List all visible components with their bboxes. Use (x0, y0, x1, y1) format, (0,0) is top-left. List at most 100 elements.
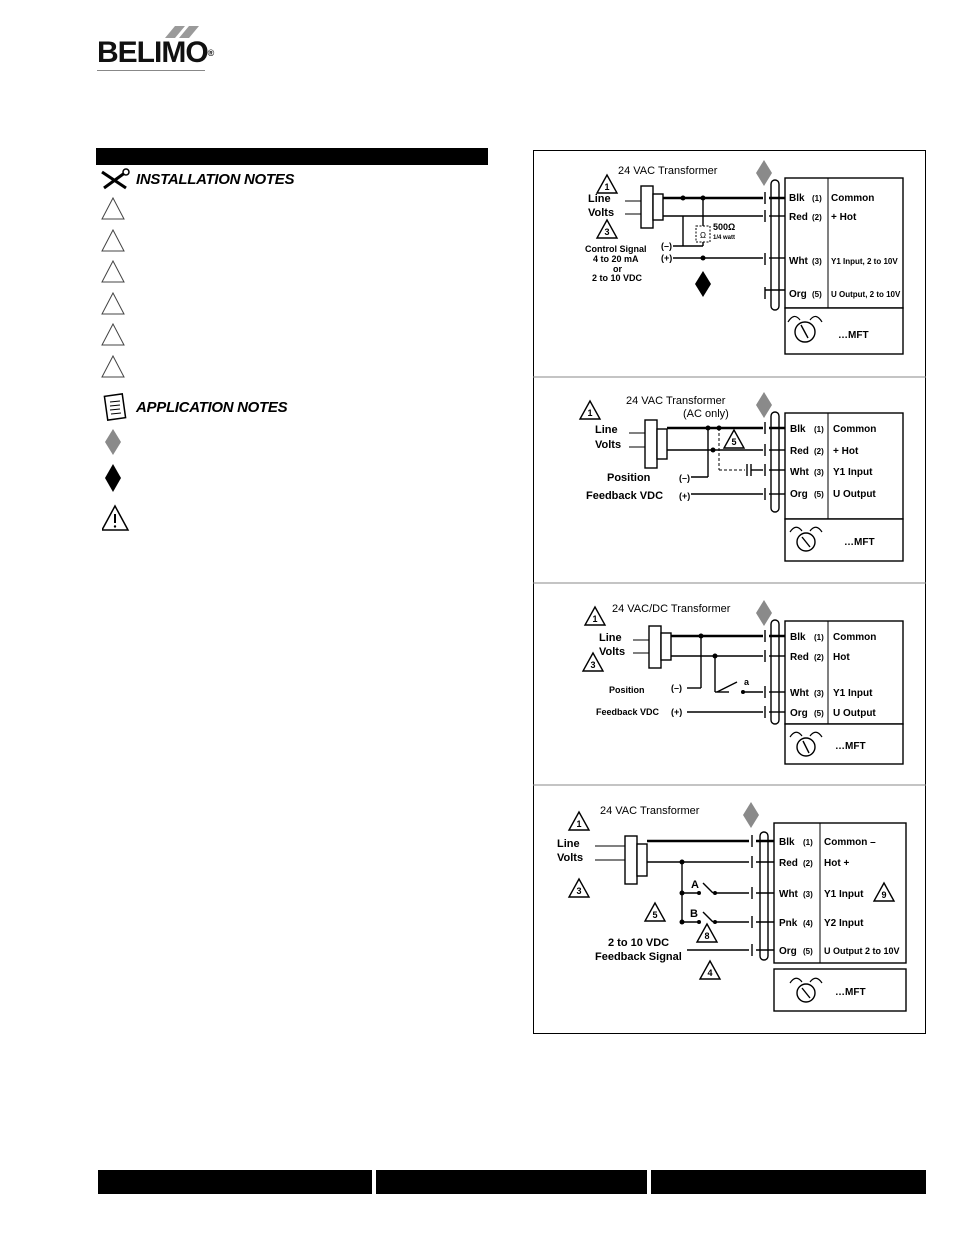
transformer-secondary (660, 632, 672, 661)
svg-text:Blk: Blk (790, 632, 806, 643)
svg-text:U Output: U Output (833, 489, 876, 500)
tools-icon (100, 168, 130, 192)
svg-text:3: 3 (576, 886, 581, 896)
svg-text:(1): (1) (814, 633, 824, 642)
svg-text:(2): (2) (814, 653, 824, 662)
warning-triangle-icon (101, 291, 125, 315)
transformer-label: 24 VAC/DC Transformer (612, 603, 731, 615)
svg-text:2 to 10 VDC: 2 to 10 VDC (592, 273, 643, 283)
svg-text:Org: Org (790, 489, 808, 500)
svg-text:(–): (–) (679, 473, 690, 483)
svg-text:Red: Red (789, 212, 808, 223)
switch-b (702, 911, 714, 923)
svg-text:5: 5 (652, 910, 657, 920)
line-label: Line (588, 193, 611, 205)
svg-text:(3): (3) (803, 890, 813, 899)
svg-text:1: 1 (604, 182, 609, 192)
svg-text:Position: Position (609, 685, 645, 695)
svg-text:Y1 Input: Y1 Input (833, 467, 873, 478)
svg-text:(3): (3) (814, 468, 824, 477)
svg-text:Wht: Wht (789, 256, 809, 267)
section-header-bar (96, 148, 488, 165)
wiring-diagram-4: 24 VAC Transformer 1 Line Volts 3 A B 5 … (557, 802, 907, 1012)
svg-text:Y1 Input: Y1 Input (833, 688, 873, 699)
svg-text:Feedback VDC: Feedback VDC (586, 490, 663, 502)
warning-triangle-icon (101, 259, 125, 283)
svg-text:Red: Red (790, 652, 809, 663)
svg-text:Position: Position (607, 472, 651, 484)
warning-triangle-icon (101, 322, 125, 346)
svg-text:Org: Org (789, 289, 807, 300)
svg-text:5: 5 (731, 437, 736, 447)
svg-text:(2): (2) (812, 213, 822, 222)
svg-text:…MFT: …MFT (835, 741, 866, 752)
svg-text:(2): (2) (803, 859, 813, 868)
transformer-label: 24 VAC Transformer (626, 395, 726, 407)
svg-text:(+): (+) (661, 253, 672, 263)
resistor (695, 225, 711, 243)
svg-text:Ω: Ω (700, 231, 706, 240)
svg-text:Line: Line (557, 838, 580, 850)
black-diamond-icon (695, 271, 711, 297)
svg-text:1: 1 (587, 408, 592, 418)
transformer-label: 24 VAC Transformer (618, 165, 718, 177)
svg-text:U Output 2 to 10V: U Output 2 to 10V (824, 946, 900, 956)
svg-text:or: or (613, 264, 622, 274)
svg-text:Y1 Input, 2 to 10V: Y1 Input, 2 to 10V (831, 257, 898, 266)
gray-diamond-icon (756, 392, 772, 418)
svg-text:U Output: U Output (833, 708, 876, 719)
application-notes-heading: APPLICATION NOTES (136, 399, 288, 416)
svg-text:Volts: Volts (557, 852, 583, 864)
clipboard-icon (102, 392, 130, 422)
svg-text:+ Hot: + Hot (833, 446, 859, 457)
wiring-diagrams-panel (533, 150, 926, 1034)
actuator-gauge-icon (789, 731, 823, 757)
cable-sheath (770, 179, 780, 311)
svg-text:Red: Red (779, 858, 798, 869)
transformer-secondary (656, 428, 668, 460)
svg-text:9: 9 (881, 890, 886, 900)
svg-text:Org: Org (790, 708, 808, 719)
svg-text:(4): (4) (803, 919, 813, 928)
logo-underline (97, 70, 205, 71)
svg-text:(5): (5) (814, 709, 824, 718)
transformer-primary (640, 185, 654, 229)
footer-bar-right (651, 1170, 926, 1194)
svg-text:Blk: Blk (779, 837, 795, 848)
installation-notes-heading: INSTALLATION NOTES (136, 171, 295, 188)
svg-text:Feedback Signal: Feedback Signal (595, 951, 682, 963)
actuator-terminal-box (784, 412, 904, 520)
control-signal-label: Control Signal (585, 244, 647, 254)
actuator-terminal-box (784, 177, 904, 309)
svg-text:Blk: Blk (789, 193, 805, 204)
warning-triangle-icon (101, 228, 125, 252)
svg-text:U Output, 2 to 10V: U Output, 2 to 10V (831, 290, 901, 299)
belimo-logo: BELIMO® (97, 26, 214, 72)
svg-text:Red: Red (790, 446, 809, 457)
svg-text:Wht: Wht (790, 688, 810, 699)
warning-triangle-icon (101, 354, 125, 378)
svg-text:(5): (5) (814, 490, 824, 499)
svg-text:(5): (5) (803, 947, 813, 956)
gray-diamond-icon (105, 429, 121, 455)
cable-sheath (759, 831, 769, 961)
actuator-gauge-icon (787, 315, 823, 343)
svg-text:(–): (–) (661, 241, 672, 251)
svg-text:Line: Line (595, 424, 618, 436)
svg-text:(3): (3) (814, 689, 824, 698)
svg-text:4 to 20 mA: 4 to 20 mA (593, 254, 639, 264)
transformer-primary (648, 625, 662, 669)
svg-text:(+): (+) (679, 491, 690, 501)
application-note-markers (102, 429, 130, 531)
actuator-gauge-icon (789, 526, 823, 552)
svg-text:(1): (1) (812, 194, 822, 203)
wiring-diagram-1: 24 VAC Transformer 1 Line Volts 3 Contro… (585, 160, 904, 355)
svg-text:…MFT: …MFT (835, 987, 866, 998)
svg-text:Volts: Volts (595, 439, 621, 451)
switch-a (716, 681, 738, 693)
switch-a (702, 882, 714, 894)
svg-text:Y1 Input: Y1 Input (824, 889, 864, 900)
svg-text:1/4 watt: 1/4 watt (713, 235, 735, 241)
svg-text:Common: Common (831, 193, 874, 204)
svg-text:(5): (5) (812, 290, 822, 299)
